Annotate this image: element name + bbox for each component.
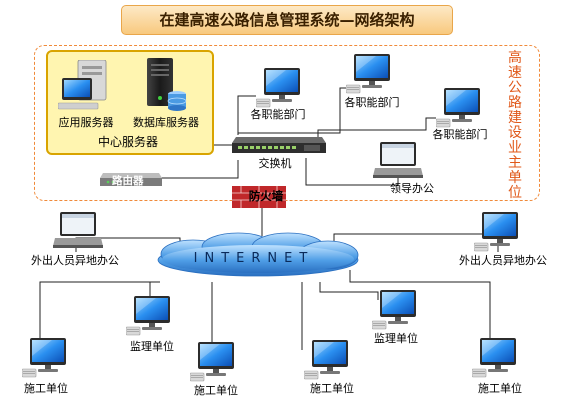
owner-unit-region — [34, 45, 540, 201]
supervision-computer-icon — [126, 296, 172, 336]
router-label: 路由器 — [112, 175, 144, 187]
leader-office-label: 领导办公 — [390, 182, 434, 195]
department-label-2: 各职能部门 — [344, 96, 400, 109]
internet-label: INTERNET — [193, 251, 315, 266]
department-computer-icon — [256, 68, 302, 108]
remote-office-label-left: 外出人员异地办公 — [31, 254, 119, 267]
department-label-1: 各职能部门 — [250, 108, 306, 121]
construction-label-2: 施工单位 — [194, 384, 238, 397]
switch-label: 交换机 — [258, 157, 292, 170]
construction-computer-icon — [472, 338, 518, 378]
construction-computer-icon — [22, 338, 68, 378]
database-server-label: 数据库服务器 — [133, 116, 199, 129]
application-server-label: 应用服务器 — [58, 116, 114, 129]
supervision-label-2: 监理单位 — [374, 332, 418, 345]
department-computer-icon — [346, 54, 392, 94]
firewall-brick-icon — [232, 186, 286, 208]
router-icon — [100, 172, 162, 186]
application-server-icon — [57, 59, 110, 110]
center-server-group-label: 中心服务器 — [97, 135, 159, 149]
supervision-computer-icon — [372, 290, 418, 330]
diagram-title: 在建高速公路信息管理系统—网络架构 — [121, 5, 453, 35]
supervision-label-1: 监理单位 — [130, 340, 174, 353]
firewall-label: 防火墙 — [248, 189, 284, 203]
construction-label-3: 施工单位 — [310, 382, 354, 395]
database-server-icon — [145, 58, 187, 112]
construction-computer-icon — [304, 340, 350, 380]
construction-label-4: 施工单位 — [478, 382, 522, 395]
leader-laptop-icon — [373, 142, 423, 178]
internet-cloud-icon — [153, 230, 363, 280]
department-computer-icon — [436, 88, 482, 128]
network-switch-icon — [232, 135, 326, 155]
remote-office-label-right: 外出人员异地办公 — [459, 254, 547, 267]
remote-computer-icon — [474, 212, 520, 252]
construction-label-1: 施工单位 — [24, 382, 68, 395]
department-label-3: 各职能部门 — [432, 128, 488, 141]
remote-laptop-icon — [53, 212, 103, 248]
owner-unit-label: 高速公路建设业主单位 — [508, 50, 522, 201]
construction-computer-icon — [190, 342, 236, 382]
